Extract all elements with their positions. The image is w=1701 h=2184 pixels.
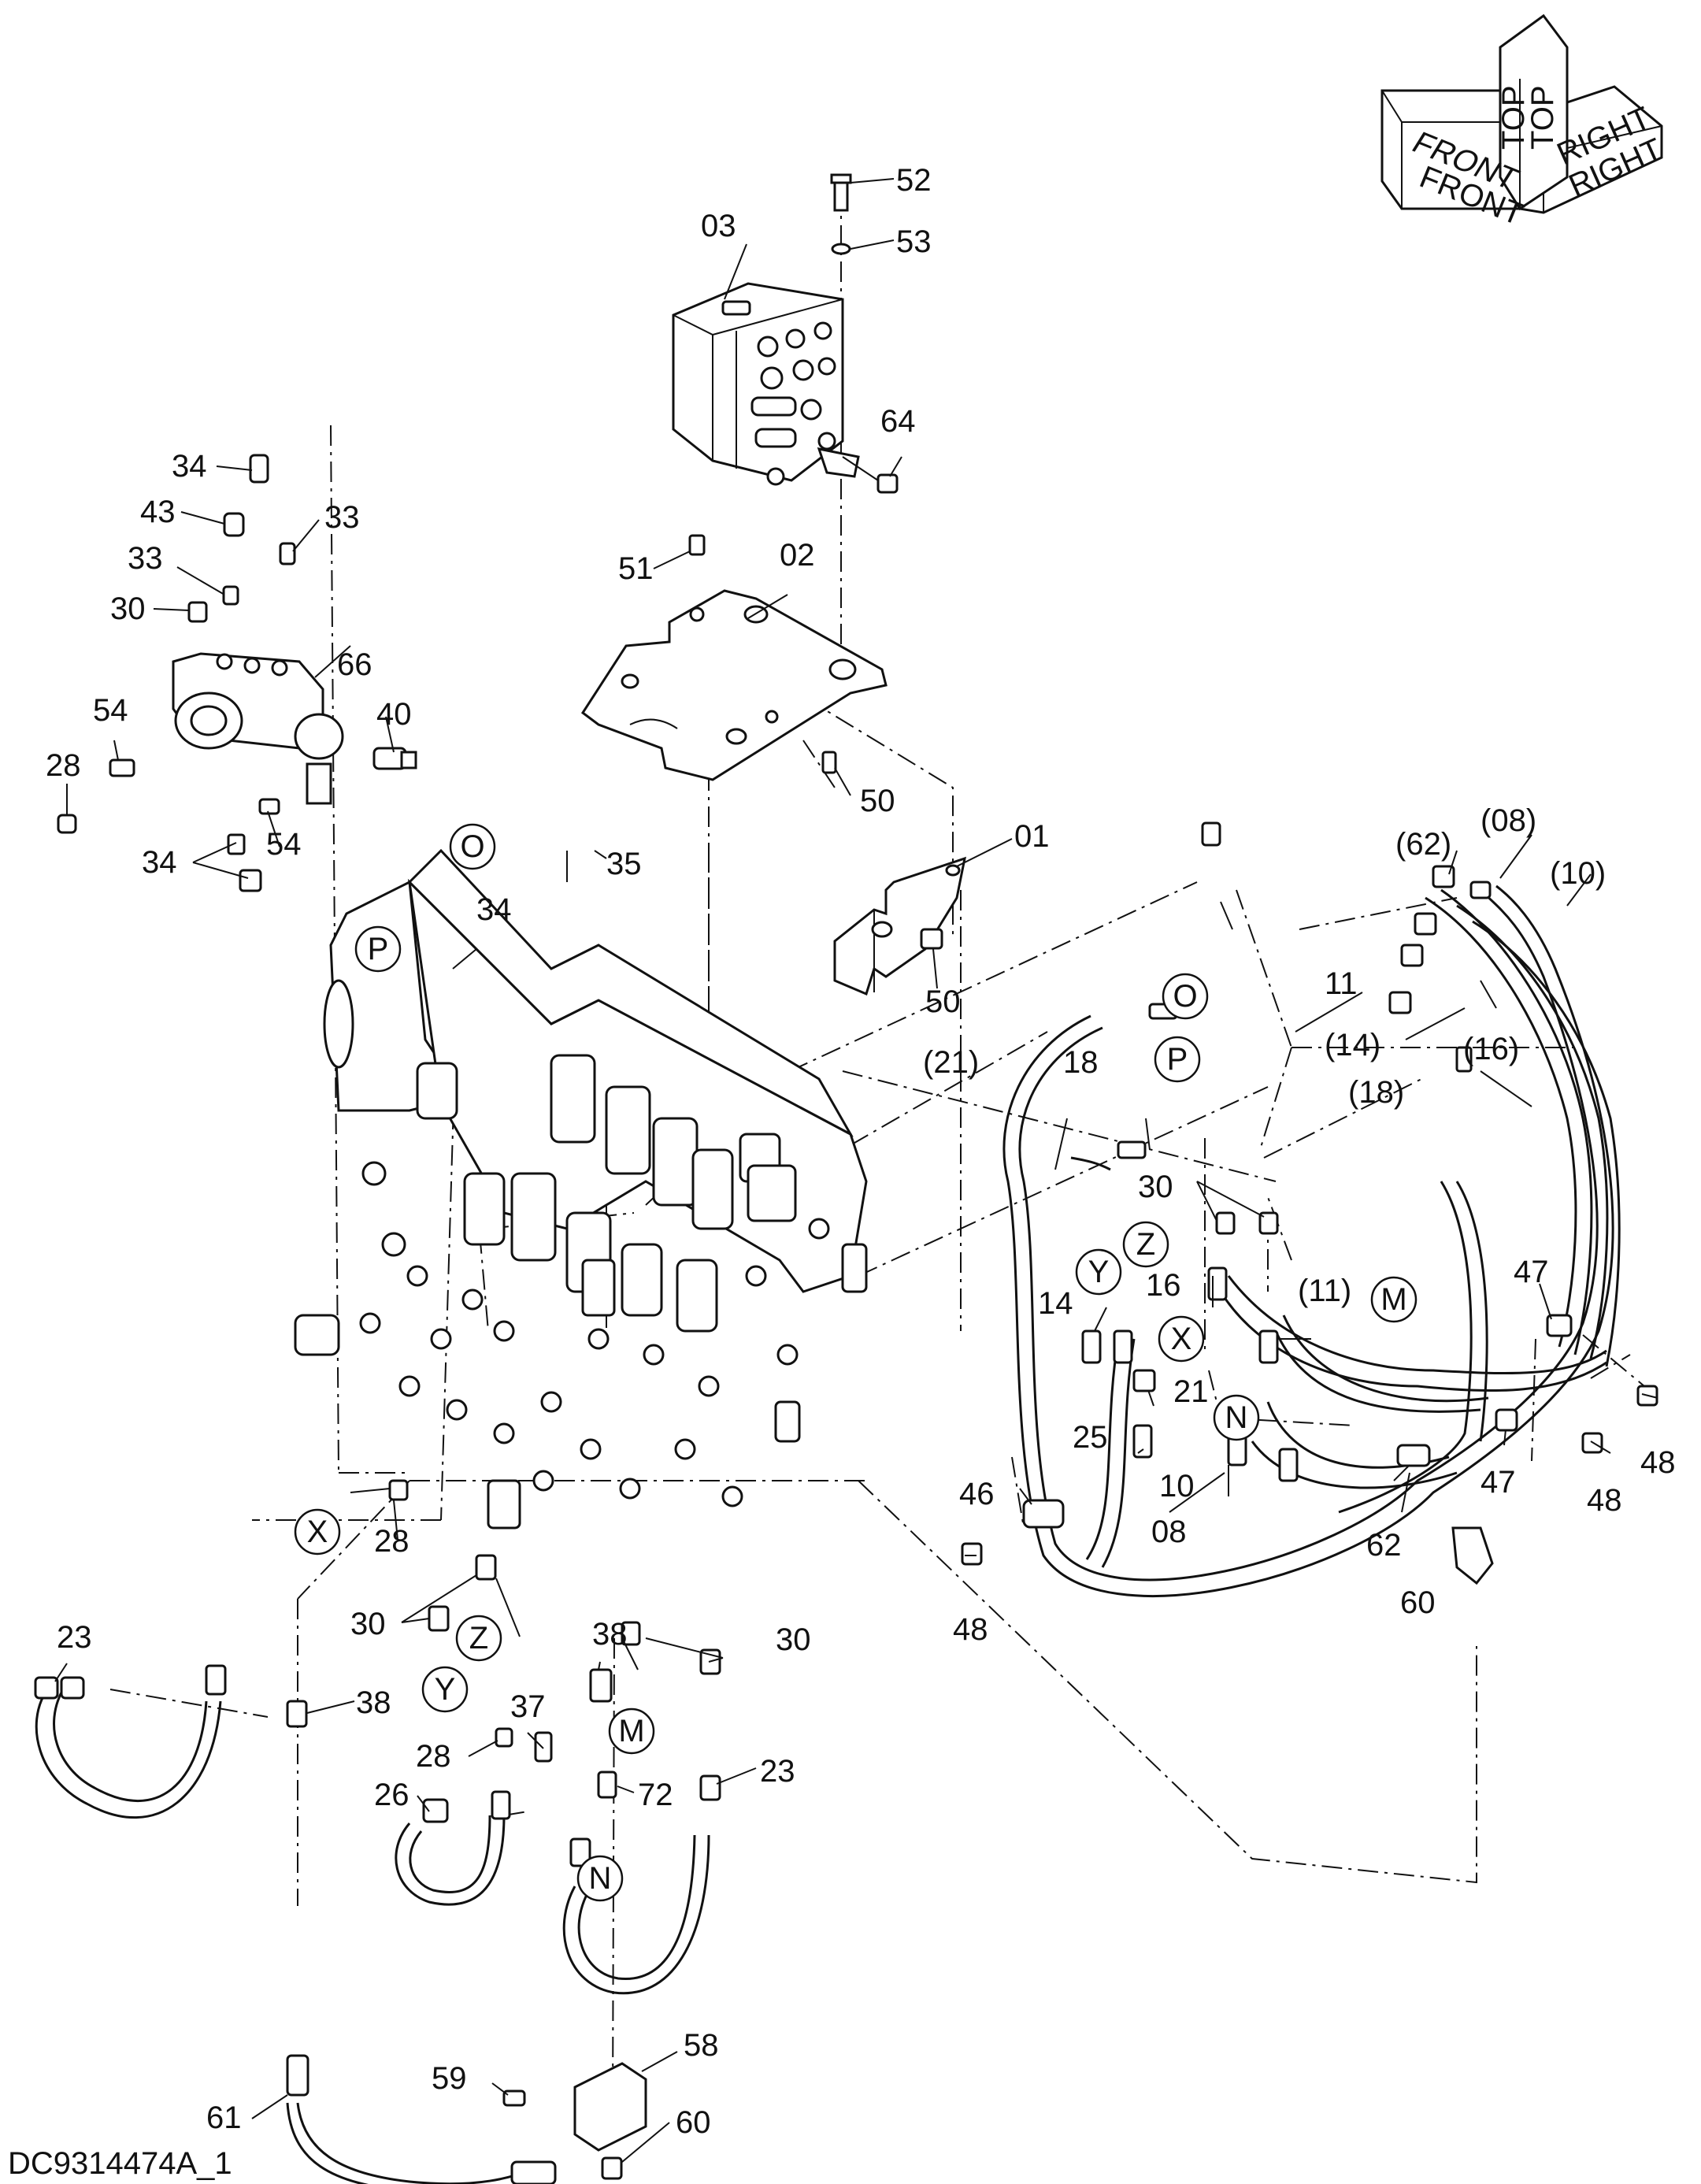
lower-hoses — [34, 1664, 721, 2184]
callout-30-top: 30 — [110, 591, 146, 626]
callout-48-right: 48 — [1640, 1445, 1676, 1480]
callout-60-right: 60 — [1400, 1585, 1436, 1620]
callout-50-lower: 50 — [925, 984, 961, 1019]
callout-28-center: 28 — [374, 1524, 410, 1559]
callout-03: 03 — [701, 209, 736, 243]
callout-64: 64 — [880, 404, 916, 439]
callout-40: 40 — [376, 697, 412, 732]
callout-47-upper: 47 — [1514, 1255, 1549, 1289]
callout-08: 08 — [1151, 1515, 1187, 1549]
part-callouts: 52 53 03 64 34 43 33 33 30 66 40 54 28 5… — [46, 163, 1676, 2140]
marker-o-right: O — [1173, 979, 1197, 1014]
callout-72: 72 — [638, 1778, 673, 1812]
callout-34-top: 34 — [172, 449, 207, 484]
callout-16-paren: (16) — [1463, 1032, 1519, 1066]
callout-53: 53 — [896, 224, 932, 259]
callout-34-lower: 34 — [142, 845, 177, 880]
callout-18: 18 — [1063, 1045, 1099, 1080]
callout-58: 58 — [684, 2028, 719, 2063]
callout-52: 52 — [896, 163, 932, 198]
valve-module-03 — [672, 173, 899, 494]
marker-z-lower: Z — [469, 1621, 488, 1656]
callout-11-paren: (11) — [1298, 1274, 1351, 1308]
solenoid-valve-66 — [57, 454, 417, 892]
callout-38-center: 38 — [592, 1617, 628, 1652]
callout-02: 02 — [780, 538, 815, 573]
marker-x-right: X — [1171, 1322, 1192, 1356]
orientation-indicator: FRONT FRONT TOP TOP RIGHT RIGHT — [1380, 13, 1667, 232]
callout-62: 62 — [1366, 1528, 1402, 1563]
callout-54-left: 54 — [93, 693, 128, 728]
marker-p-right: P — [1167, 1042, 1188, 1077]
orientation-top-label-right: TOP — [1525, 85, 1560, 150]
callout-21-paren: (21) — [923, 1045, 979, 1080]
leader-lines — [54, 178, 1658, 2163]
callout-66: 66 — [337, 647, 372, 682]
drawing-code: DC9314474A_1 — [8, 2146, 232, 2181]
callout-23-center: 23 — [760, 1754, 795, 1789]
callout-14-paren: (14) — [1325, 1028, 1380, 1062]
callout-01: 01 — [1014, 819, 1050, 854]
callout-46: 46 — [959, 1477, 995, 1511]
callout-37: 37 — [510, 1689, 546, 1724]
callout-33-right: 33 — [324, 500, 360, 535]
bracket-01 — [833, 856, 966, 996]
callout-48-lower-right: 48 — [1587, 1483, 1622, 1518]
callout-47-lower: 47 — [1480, 1465, 1516, 1500]
callout-38-left: 38 — [356, 1685, 391, 1720]
marker-n-lower: N — [589, 1861, 612, 1896]
marker-x-lower: X — [307, 1515, 328, 1549]
callout-10: 10 — [1159, 1469, 1195, 1504]
callout-28-top: 28 — [46, 748, 81, 783]
callout-43: 43 — [140, 495, 176, 529]
callout-30-right: 30 — [1138, 1170, 1173, 1204]
hose-bundle — [961, 821, 1658, 1597]
callout-30-center: 30 — [350, 1607, 386, 1641]
connection-markers: O P O P Y Z X M N X Z Y M N — [294, 823, 1418, 1902]
callout-25: 25 — [1073, 1420, 1108, 1455]
callout-62-paren: (62) — [1395, 827, 1451, 862]
callout-54-lower: 54 — [266, 827, 302, 862]
callout-33-left: 33 — [128, 541, 163, 576]
callout-51: 51 — [618, 551, 654, 586]
marker-y-right: Y — [1088, 1255, 1110, 1289]
callout-16: 16 — [1146, 1268, 1181, 1303]
callout-08-paren: (08) — [1480, 803, 1536, 838]
mounting-plate-02 — [580, 534, 888, 781]
marker-y-lower: Y — [435, 1672, 456, 1707]
callout-30-lower: 30 — [776, 1622, 811, 1657]
callout-35: 35 — [606, 847, 642, 881]
callout-34-center: 34 — [476, 892, 512, 927]
callout-26: 26 — [374, 1778, 410, 1812]
callout-11: 11 — [1325, 966, 1358, 1001]
marker-n-right: N — [1225, 1400, 1248, 1435]
marker-o-upper: O — [460, 829, 484, 864]
callout-61: 61 — [206, 2101, 242, 2135]
callout-10-paren: (10) — [1550, 856, 1606, 891]
marker-m-lower: M — [618, 1714, 644, 1748]
callout-28-lower: 28 — [416, 1739, 451, 1774]
orientation-top-label-left: TOP — [1496, 85, 1531, 150]
callout-59: 59 — [432, 2061, 467, 2096]
callout-18-paren: (18) — [1348, 1075, 1404, 1110]
marker-m-right: M — [1380, 1282, 1406, 1317]
callout-48-left: 48 — [953, 1612, 988, 1647]
callout-23-left: 23 — [57, 1620, 92, 1655]
main-control-valve — [286, 848, 868, 1799]
callout-14: 14 — [1038, 1286, 1073, 1321]
marker-z-right: Z — [1136, 1227, 1155, 1262]
callout-50-upper: 50 — [860, 784, 895, 818]
marker-p-upper: P — [368, 932, 389, 966]
callout-60-lower: 60 — [676, 2105, 711, 2140]
callout-21: 21 — [1173, 1374, 1209, 1409]
